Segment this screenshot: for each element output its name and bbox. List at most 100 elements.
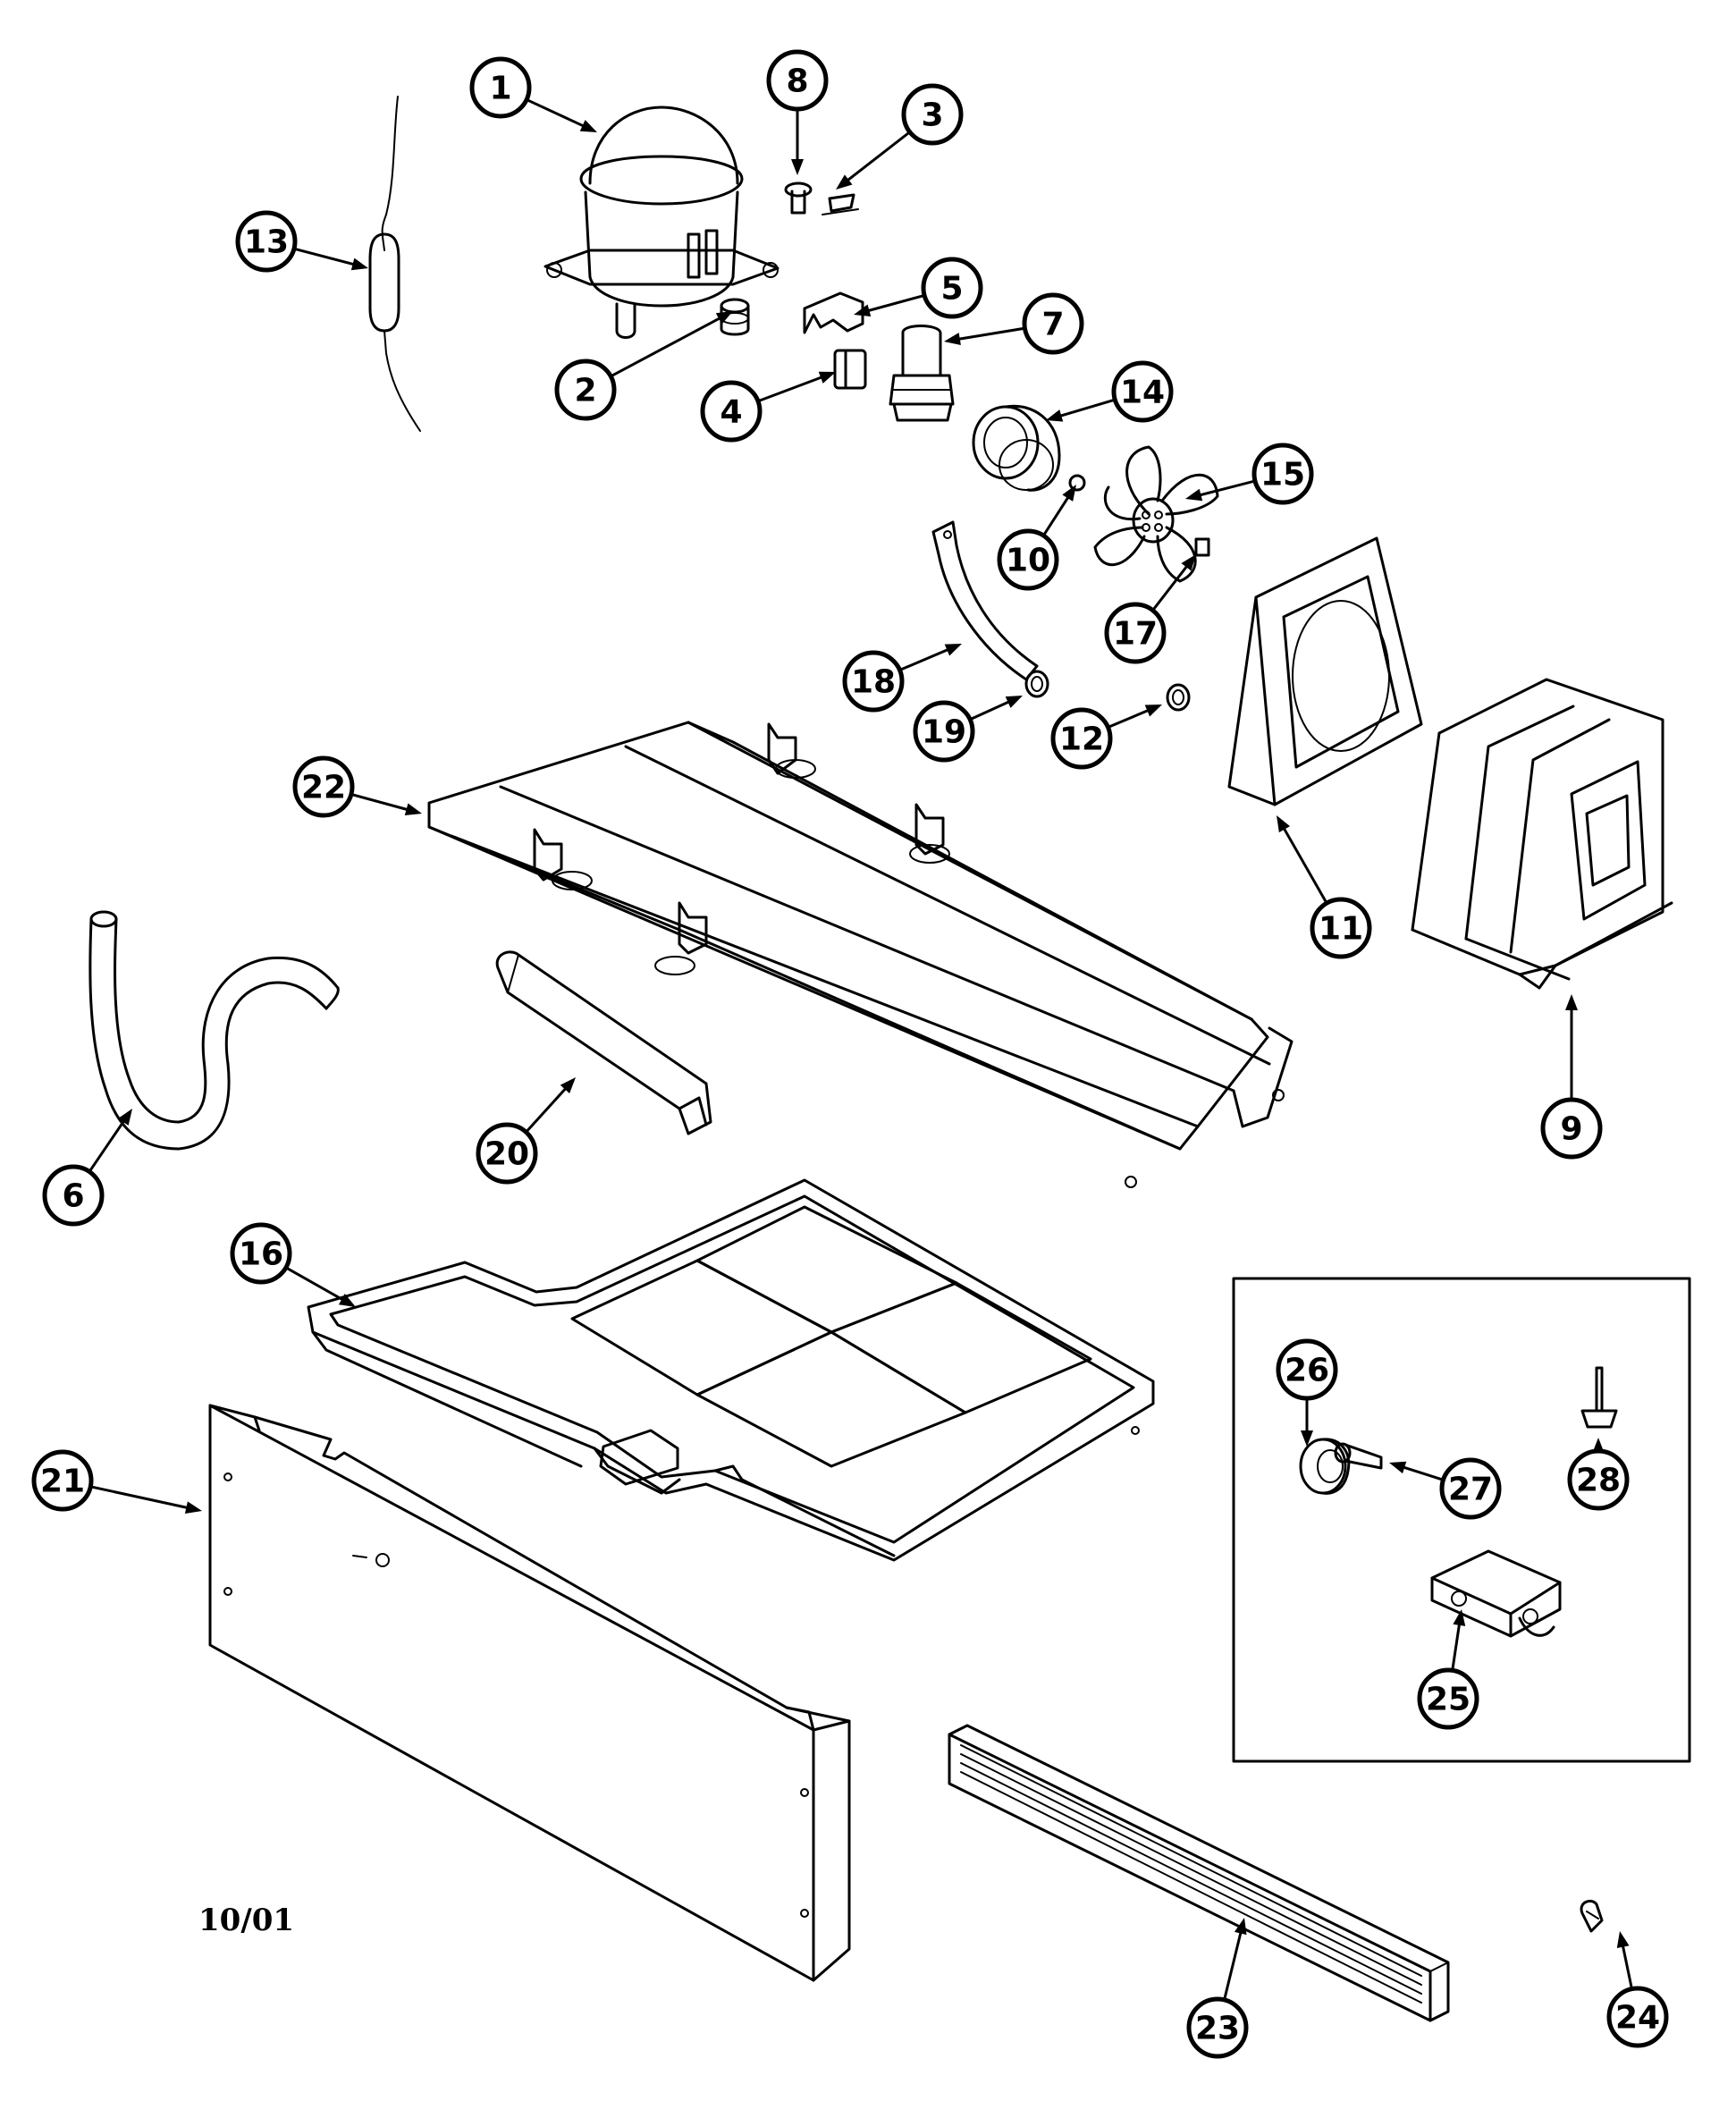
leader-line bbox=[610, 314, 726, 378]
callout-7: 7 bbox=[944, 292, 1084, 355]
callout-bubble bbox=[235, 210, 298, 273]
part-grommet-12 bbox=[1166, 683, 1191, 712]
arrowhead bbox=[1453, 1609, 1466, 1626]
arrowhead bbox=[404, 803, 422, 816]
part-fan-blade bbox=[1093, 445, 1219, 583]
leader-line bbox=[1279, 822, 1328, 904]
arrowhead bbox=[1277, 815, 1291, 833]
callout-bubble bbox=[766, 49, 829, 112]
callout-label: 2 bbox=[574, 373, 596, 409]
callout-label: 13 bbox=[244, 224, 289, 261]
callout-label: 7 bbox=[1041, 307, 1064, 343]
callout-bubble bbox=[476, 1122, 538, 1185]
callout-15: 15 bbox=[1185, 443, 1314, 505]
callout-bubble bbox=[901, 83, 964, 146]
leader-line bbox=[898, 645, 955, 671]
arrowhead bbox=[1234, 1918, 1247, 1936]
callout-label: 8 bbox=[786, 63, 808, 100]
callout-bubble bbox=[1540, 1097, 1603, 1160]
inset-box bbox=[1232, 1277, 1691, 1763]
callout-bubble bbox=[1310, 897, 1372, 959]
part-roller bbox=[1299, 1438, 1351, 1495]
callout-16: 16 bbox=[230, 1222, 356, 1307]
arrowhead bbox=[184, 1501, 202, 1515]
callout-label: 23 bbox=[1195, 2011, 1240, 2047]
callout-label: 14 bbox=[1120, 375, 1165, 411]
callout-9: 9 bbox=[1540, 994, 1603, 1160]
callout-12: 12 bbox=[1050, 705, 1162, 770]
callout-23: 23 bbox=[1186, 1918, 1249, 2059]
part-relay bbox=[889, 325, 955, 422]
leader-line bbox=[525, 1083, 571, 1134]
leader-line bbox=[1223, 1926, 1244, 2001]
callout-bubble bbox=[700, 380, 763, 443]
callout-label: 4 bbox=[720, 394, 742, 431]
callout-label: 12 bbox=[1059, 721, 1104, 758]
leader-line bbox=[952, 326, 1025, 342]
part-axle bbox=[1334, 1442, 1383, 1470]
callout-bubble bbox=[1251, 443, 1314, 505]
part-bracket bbox=[803, 291, 864, 334]
callout-bubble bbox=[1276, 1338, 1338, 1401]
part-mounting-bracket bbox=[931, 520, 1039, 681]
callout-bubble bbox=[1050, 707, 1113, 770]
callout-4: 4 bbox=[700, 371, 836, 443]
callout-21: 21 bbox=[31, 1449, 202, 1515]
callout-14: 14 bbox=[1046, 360, 1174, 423]
callout-2: 2 bbox=[554, 311, 733, 421]
callout-label: 20 bbox=[485, 1136, 529, 1173]
callout-bubble bbox=[42, 1164, 105, 1227]
arrowhead bbox=[944, 644, 962, 656]
leader-line bbox=[88, 1115, 129, 1173]
callout-label: 16 bbox=[239, 1236, 283, 1273]
part-toe-grille bbox=[948, 1724, 1450, 2022]
callout-bubble bbox=[1186, 1996, 1249, 2059]
part-fan-shroud bbox=[1227, 536, 1423, 806]
part-bolt bbox=[784, 181, 813, 215]
callout-bubble bbox=[1417, 1667, 1479, 1730]
arrowhead bbox=[715, 311, 733, 325]
part-condenser bbox=[1411, 678, 1673, 990]
callout-bubble bbox=[1104, 602, 1167, 664]
part-compressor bbox=[544, 105, 780, 339]
callout-bubble bbox=[31, 1449, 94, 1512]
callout-bubble bbox=[913, 700, 975, 763]
callout-11: 11 bbox=[1277, 815, 1372, 959]
arrowhead bbox=[1062, 485, 1076, 502]
callout-label: 24 bbox=[1615, 2000, 1660, 2037]
callout-26: 26 bbox=[1276, 1338, 1338, 1447]
leader-line bbox=[1620, 1939, 1633, 1989]
part-drain-hose bbox=[88, 910, 340, 1151]
arrowhead bbox=[1301, 1430, 1313, 1447]
arrowhead bbox=[836, 174, 853, 190]
leader-line bbox=[1451, 1617, 1462, 1671]
arrowhead bbox=[1565, 994, 1578, 1010]
leader-line bbox=[293, 247, 360, 267]
arrowhead bbox=[1389, 1461, 1407, 1474]
callout-label: 10 bbox=[1006, 543, 1050, 579]
callout-28: 28 bbox=[1567, 1438, 1630, 1511]
callout-label: 27 bbox=[1448, 1472, 1493, 1508]
callout-24: 24 bbox=[1606, 1931, 1669, 2048]
callout-label: 18 bbox=[851, 664, 896, 701]
part-clip-small bbox=[1194, 537, 1210, 557]
callout-bubble bbox=[1439, 1457, 1502, 1520]
callout-label: 6 bbox=[62, 1178, 84, 1215]
callout-bubble bbox=[1567, 1448, 1630, 1511]
arrowhead bbox=[791, 159, 804, 175]
callout-bubble bbox=[292, 755, 355, 818]
part-base-rail bbox=[427, 721, 1294, 1188]
part-access-panel bbox=[208, 1404, 851, 1982]
arrowhead bbox=[579, 120, 597, 132]
callout-10: 10 bbox=[997, 485, 1076, 591]
arrowhead bbox=[338, 1294, 356, 1307]
callout-bubble bbox=[1606, 1986, 1669, 2048]
callout-17: 17 bbox=[1104, 554, 1196, 664]
callout-25: 25 bbox=[1417, 1609, 1479, 1730]
arrowhead bbox=[854, 304, 872, 317]
part-grommet-19 bbox=[1024, 670, 1049, 698]
part-grille-clip bbox=[1580, 1899, 1604, 1933]
callout-3: 3 bbox=[836, 83, 964, 190]
callout-label: 26 bbox=[1285, 1353, 1329, 1389]
leader-line bbox=[1193, 479, 1256, 498]
